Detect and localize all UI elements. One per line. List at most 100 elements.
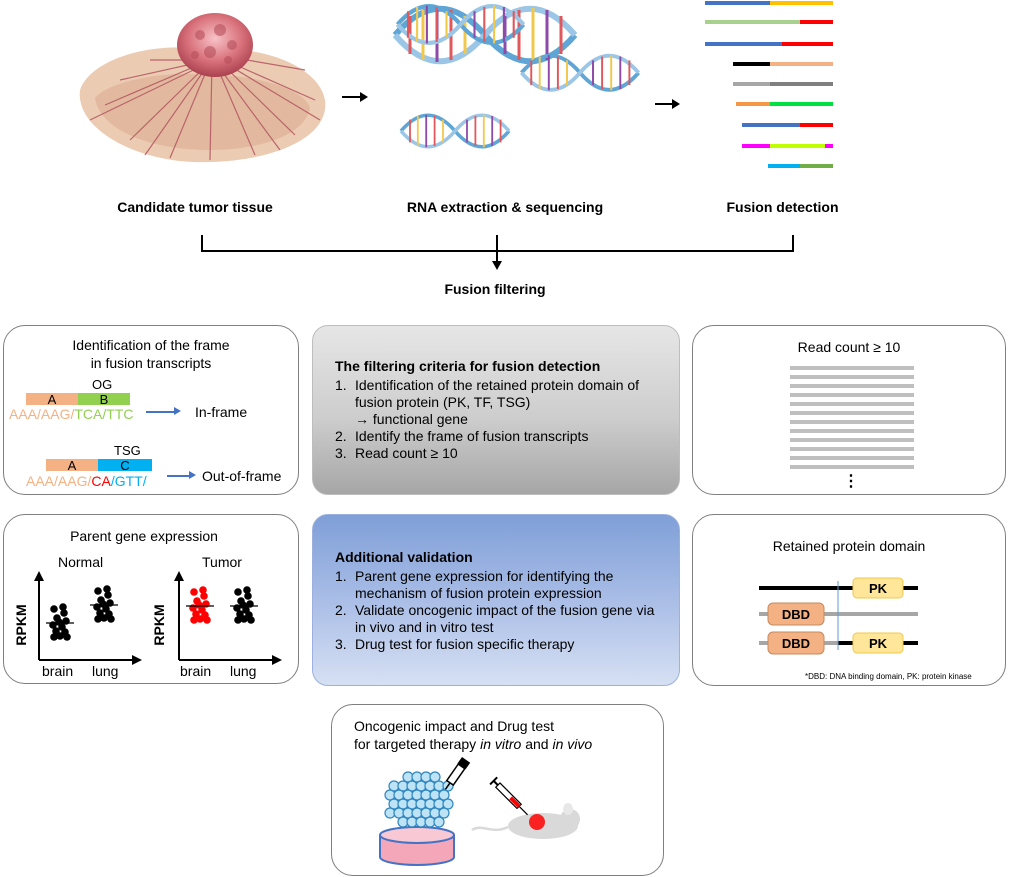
tumor-x1: brain xyxy=(180,663,211,679)
expression-plots: Normal Tumor RPKM RPKM brain lung brain … xyxy=(13,554,282,679)
in-frame-arrow-line xyxy=(146,411,176,413)
expression-dot xyxy=(55,618,63,626)
expression-dot xyxy=(50,633,58,641)
read-line xyxy=(790,456,914,460)
cell xyxy=(438,807,450,819)
seq1-part-b: TCA/TTC xyxy=(74,406,134,422)
arrow-1-head xyxy=(360,92,368,102)
criteria-list: 1.Identification of the retained protein… xyxy=(335,377,669,462)
read-ellipsis: ⋮ xyxy=(843,473,859,490)
read-line xyxy=(790,465,914,469)
read-line xyxy=(790,420,914,424)
read-line xyxy=(790,393,914,397)
down-arrow-head xyxy=(492,261,502,270)
seq2-slash: / xyxy=(110,473,115,489)
expression-dot xyxy=(240,615,248,623)
pk-label-top: PK xyxy=(869,581,888,596)
validation-item: 2.Validate oncogenic impact of the fusio… xyxy=(335,602,655,635)
validation-list: 1.Parent gene expression for identifying… xyxy=(335,568,669,653)
exon-a2-segment: A xyxy=(46,459,98,472)
cell xyxy=(442,798,454,810)
read-count-panel: Read count ≥ 10 ⋮ xyxy=(692,325,1006,495)
cell xyxy=(433,816,445,828)
read-line xyxy=(790,384,914,388)
normal-x2: lung xyxy=(92,663,118,679)
exon-a-segment: A xyxy=(26,393,78,406)
in-frame-sequence: AAA/AAG/TCA/TTC xyxy=(9,406,133,422)
expression-dot xyxy=(196,615,204,623)
drug-test-panel: Oncogenic impact and Drug test for targe… xyxy=(331,704,664,876)
expression-dot xyxy=(100,614,108,622)
expression-dot xyxy=(63,633,71,641)
arrow-1-line xyxy=(342,96,364,98)
criteria-heading: The filtering criteria for fusion detect… xyxy=(335,358,601,374)
expression-dot xyxy=(103,585,111,593)
normal-label: Normal xyxy=(58,554,103,570)
expression-dot xyxy=(195,601,203,609)
validation-item: 3.Drug test for fusion specific therapy xyxy=(335,636,575,652)
exon-b-segment: B xyxy=(78,393,130,406)
read-line xyxy=(790,402,914,406)
read-line xyxy=(790,375,914,379)
criteria-item: 2.Identify the frame of fusion transcrip… xyxy=(335,428,589,444)
cell xyxy=(429,771,441,783)
expression-dot xyxy=(247,616,255,624)
og-label: OG xyxy=(92,377,113,392)
seq2-part-a: AAA/AAG/ xyxy=(26,473,92,489)
pk-label-bottom: PK xyxy=(869,636,888,651)
ylabel-normal: RPKM xyxy=(13,604,29,645)
expression-dot xyxy=(203,616,211,624)
seq2-part-c: GTT/ xyxy=(114,473,147,489)
expression-dot xyxy=(190,616,198,624)
step-fusion-detection-label: Fusion detection xyxy=(726,199,839,215)
connector-center xyxy=(496,235,498,263)
tumor-x-arrow xyxy=(272,655,282,665)
fusion-reads-illustration xyxy=(705,1,833,168)
read-line xyxy=(790,447,914,451)
dna-illustration xyxy=(392,0,641,149)
domain-diagram: PK DBD DBD PK xyxy=(759,577,918,655)
out-frame-sequence: AAA/AAG/CA/GTT/ xyxy=(26,473,147,489)
step-tumor-tissue-label: Candidate tumor tissue xyxy=(117,199,273,215)
expression-dot xyxy=(99,600,107,608)
expression-dot xyxy=(234,616,242,624)
expression-dot xyxy=(60,609,68,617)
frame-panel-title-line1: Identification of the frame xyxy=(72,337,230,353)
additional-validation-box: Additional validation 1.Parent gene expr… xyxy=(312,514,680,686)
expression-title: Parent gene expression xyxy=(70,528,218,544)
parent-gene-expression-panel: Parent gene expression Normal Tumor RPKM… xyxy=(3,514,299,684)
filtering-criteria-box: The filtering criteria for fusion detect… xyxy=(312,325,680,495)
read-line xyxy=(790,429,914,433)
expression-dot xyxy=(200,592,208,600)
expression-dot xyxy=(94,587,102,595)
expression-dot xyxy=(50,605,58,613)
validation-item: 1.Parent gene expression for identifying… xyxy=(335,568,614,601)
seq2-part-red: CA xyxy=(91,473,111,489)
read-lines xyxy=(790,366,914,476)
expression-dot xyxy=(234,588,242,596)
connector-left xyxy=(201,235,203,252)
tsg-label: TSG xyxy=(114,443,141,458)
domain-footnote: *DBD: DNA binding domain, PK: protein ki… xyxy=(805,672,972,681)
expression-dot xyxy=(56,632,64,640)
frame-panel-title-line2: in fusion transcripts xyxy=(90,355,212,371)
read-line xyxy=(790,366,914,370)
dbd-label-mid: DBD xyxy=(782,607,810,622)
exon-c-segment: C xyxy=(98,459,152,472)
normal-x1: brain xyxy=(42,663,73,679)
tumor-label: Tumor xyxy=(202,554,242,570)
drug-test-illustration xyxy=(379,757,580,866)
tumor-x2: lung xyxy=(230,663,256,679)
drug-title-line1: Oncogenic impact and Drug test xyxy=(354,718,554,734)
expression-dot xyxy=(244,592,252,600)
ylabel-tumor: RPKM xyxy=(151,604,167,645)
expression-dot xyxy=(239,601,247,609)
out-frame-arrow-line xyxy=(167,475,191,477)
read-count-title: Read count ≥ 10 xyxy=(797,339,901,355)
tumor-tissue-illustration xyxy=(79,13,326,163)
arrow-2-line xyxy=(655,103,675,105)
arrow-2-head xyxy=(672,99,680,109)
step-rna-sequencing-label: RNA extraction & sequencing xyxy=(406,199,604,215)
out-frame-arrow-head xyxy=(189,471,196,479)
drug-panel-title: Oncogenic impact and Drug test for targe… xyxy=(354,717,592,753)
